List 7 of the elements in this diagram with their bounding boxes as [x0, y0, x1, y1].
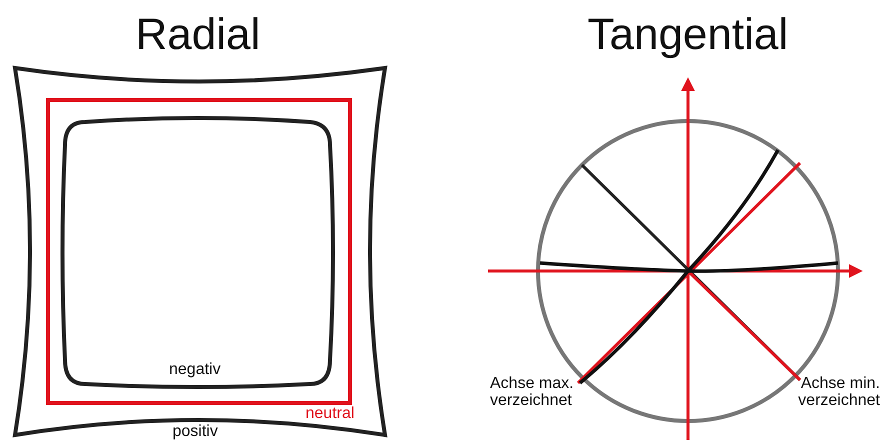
axis-label: Achse max. verzeichnet: [490, 376, 575, 410]
distortion-label: neutral: [306, 406, 354, 423]
axis-label: Achse min. verzeichnet: [797, 376, 880, 410]
heading: Tangential: [588, 12, 788, 58]
distortion-label: positiv: [172, 424, 218, 441]
heading: Radial: [136, 12, 260, 58]
distortion-label: negativ: [169, 362, 221, 379]
